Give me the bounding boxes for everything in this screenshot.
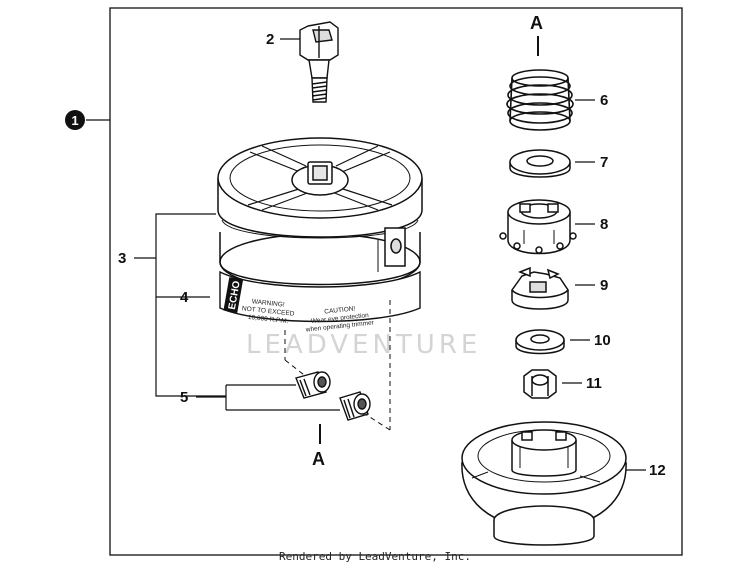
part-5-eyelet-a[interactable]: [295, 371, 331, 399]
footer-credit: Rendered by LeadVenture, Inc.: [279, 550, 471, 563]
callout-8-number: 8: [600, 216, 608, 233]
callout-9-number: 9: [600, 277, 608, 294]
callout-11-number: 11: [586, 375, 602, 392]
callout-11: 11: [562, 375, 602, 392]
part-7-washer[interactable]: [509, 149, 571, 178]
part-9-cam[interactable]: [511, 266, 569, 310]
callout-7: 7: [575, 154, 608, 171]
callout-4: 4: [180, 289, 189, 306]
callout-5: 5: [180, 384, 340, 411]
callout-12: 12: [626, 462, 666, 479]
reference-a-top-label: A: [530, 13, 543, 33]
callout-5-number: 5: [180, 389, 188, 406]
callout-12-number: 12: [649, 462, 666, 479]
callout-10-number: 10: [594, 332, 611, 349]
callout-3: 3: [118, 213, 226, 397]
part-10-washer[interactable]: [515, 329, 565, 355]
callout-7-number: 7: [600, 154, 608, 171]
decal-caution-1: CAUTION!: [324, 305, 356, 315]
callout-8: 8: [575, 216, 608, 233]
decal-warning-3: 10,000 R.P.M.: [248, 314, 289, 325]
diagram-frame: [109, 7, 683, 556]
callout-10: 10: [570, 332, 611, 349]
part-3-housing[interactable]: [217, 137, 423, 291]
part-12-cover[interactable]: [461, 421, 627, 546]
callout-4-number: 4: [180, 289, 189, 306]
reference-a-bottom-label: A: [312, 449, 325, 469]
part-8-ratchet[interactable]: [499, 199, 577, 255]
decal-warning-1: WARNING!: [251, 298, 285, 308]
callout-2: 2: [266, 31, 300, 48]
part-11-nut[interactable]: [523, 369, 557, 399]
callout-2-number: 2: [266, 31, 274, 48]
callout-6: 6: [575, 92, 608, 109]
watermark-text: LEADVENTURE: [246, 330, 481, 360]
part-6-spring[interactable]: [506, 69, 574, 131]
part-4-decal[interactable]: ECHO WARNING! NOT TO EXCEED 10,000 R.P.M…: [219, 270, 421, 334]
part-5-eyelet-b[interactable]: [339, 391, 371, 421]
assembly-callout[interactable]: 1: [65, 110, 110, 130]
decal-brand: ECHO: [227, 280, 243, 311]
assembly-number: 1: [71, 113, 78, 128]
reference-a-bottom: A: [312, 424, 325, 469]
reference-a-top: A: [530, 13, 543, 56]
part-2-adapter[interactable]: [299, 21, 339, 103]
callout-6-number: 6: [600, 92, 608, 109]
callout-9: 9: [575, 277, 608, 294]
callout-3-number: 3: [118, 250, 126, 267]
